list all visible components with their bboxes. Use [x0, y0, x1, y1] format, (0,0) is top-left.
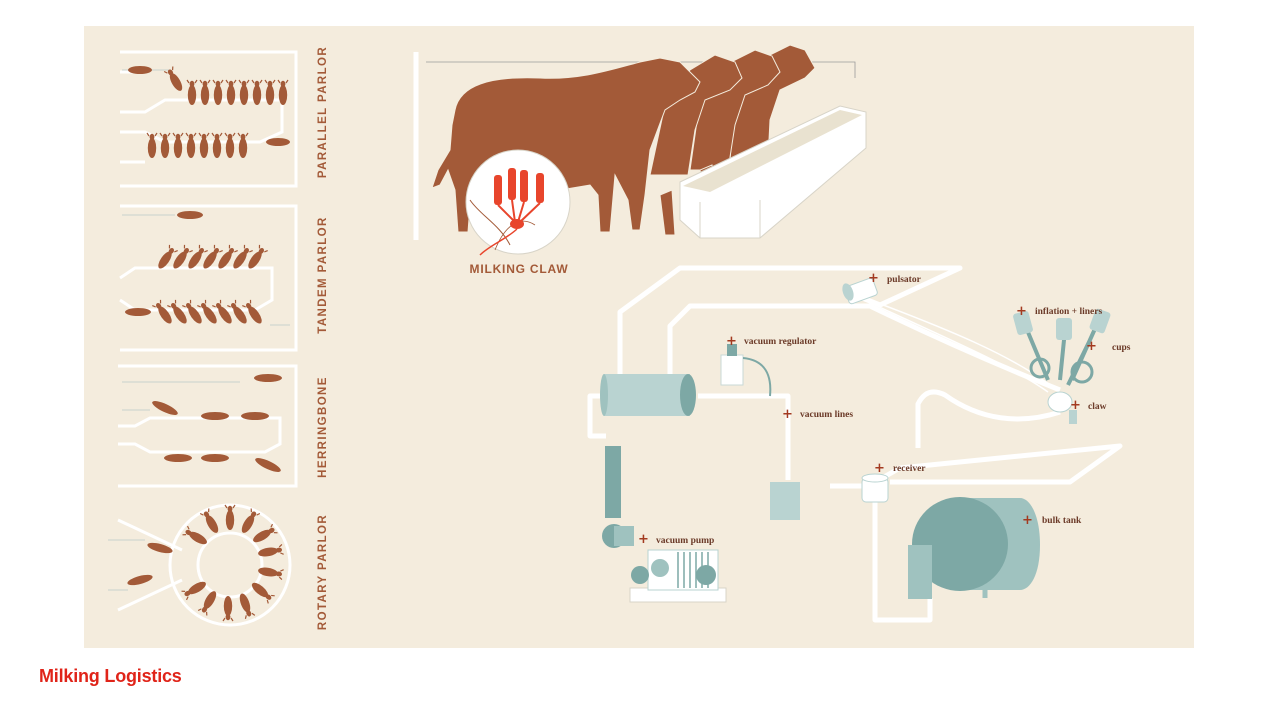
- svg-text:+: +: [1022, 513, 1033, 528]
- parlor-label-tandem: TANDEM PARLOR: [317, 216, 329, 333]
- svg-text:+: +: [868, 271, 879, 286]
- feed-trough: [679, 105, 867, 239]
- label-inflation-liners: inflation + liners: [1035, 307, 1102, 317]
- receiver-shape: [861, 473, 889, 503]
- slide-title: Milking Logistics: [39, 666, 182, 686]
- parlor-layouts: [117, 50, 298, 627]
- svg-text:+: +: [1086, 339, 1097, 354]
- label-claw: claw: [1088, 402, 1107, 412]
- label-receiver: receiver: [893, 464, 926, 474]
- bulk-tank-shape: [908, 497, 1040, 599]
- svg-text:+: +: [782, 407, 793, 422]
- label-pulsator: pulsator: [887, 275, 922, 285]
- label-vacuum-lines: vacuum lines: [800, 410, 853, 420]
- label-cups: cups: [1112, 343, 1131, 353]
- svg-text:+: +: [874, 461, 885, 476]
- label-vacuum-pump: vacuum pump: [656, 536, 714, 546]
- parlor-label-herringbone: HERRINGBONE: [317, 376, 329, 478]
- pulsator-shape: [842, 277, 878, 305]
- parlor-label-rotary: ROTARY PARLOR: [317, 514, 329, 630]
- herringbone-cows: [152, 374, 282, 472]
- parallel-cows: [128, 65, 290, 159]
- svg-text:+: +: [1070, 398, 1081, 413]
- label-vacuum-regulator: vacuum regulator: [744, 337, 817, 347]
- claw-cluster: [1013, 308, 1111, 424]
- label-bulk-tank: bulk tank: [1042, 516, 1082, 526]
- parlor-label-parallel: PARALLEL PARLOR: [317, 46, 329, 178]
- component-markers: + + + + + + + + +: [638, 271, 1097, 547]
- tandem-cows: [125, 211, 269, 327]
- vacuum-pump-assembly: [602, 446, 727, 603]
- milking-claw-detail: [465, 149, 571, 256]
- rotary-cows: [127, 504, 285, 622]
- svg-text:+: +: [638, 532, 649, 547]
- milking-claw-label: MILKING CLAW: [470, 262, 569, 276]
- svg-text:+: +: [1016, 304, 1027, 319]
- vacuum-tank: [600, 374, 696, 416]
- sanitary-trap: [770, 482, 800, 520]
- stall-rail: [426, 61, 856, 78]
- vacuum-regulator-shape: [720, 344, 772, 397]
- svg-text:+: +: [726, 334, 737, 349]
